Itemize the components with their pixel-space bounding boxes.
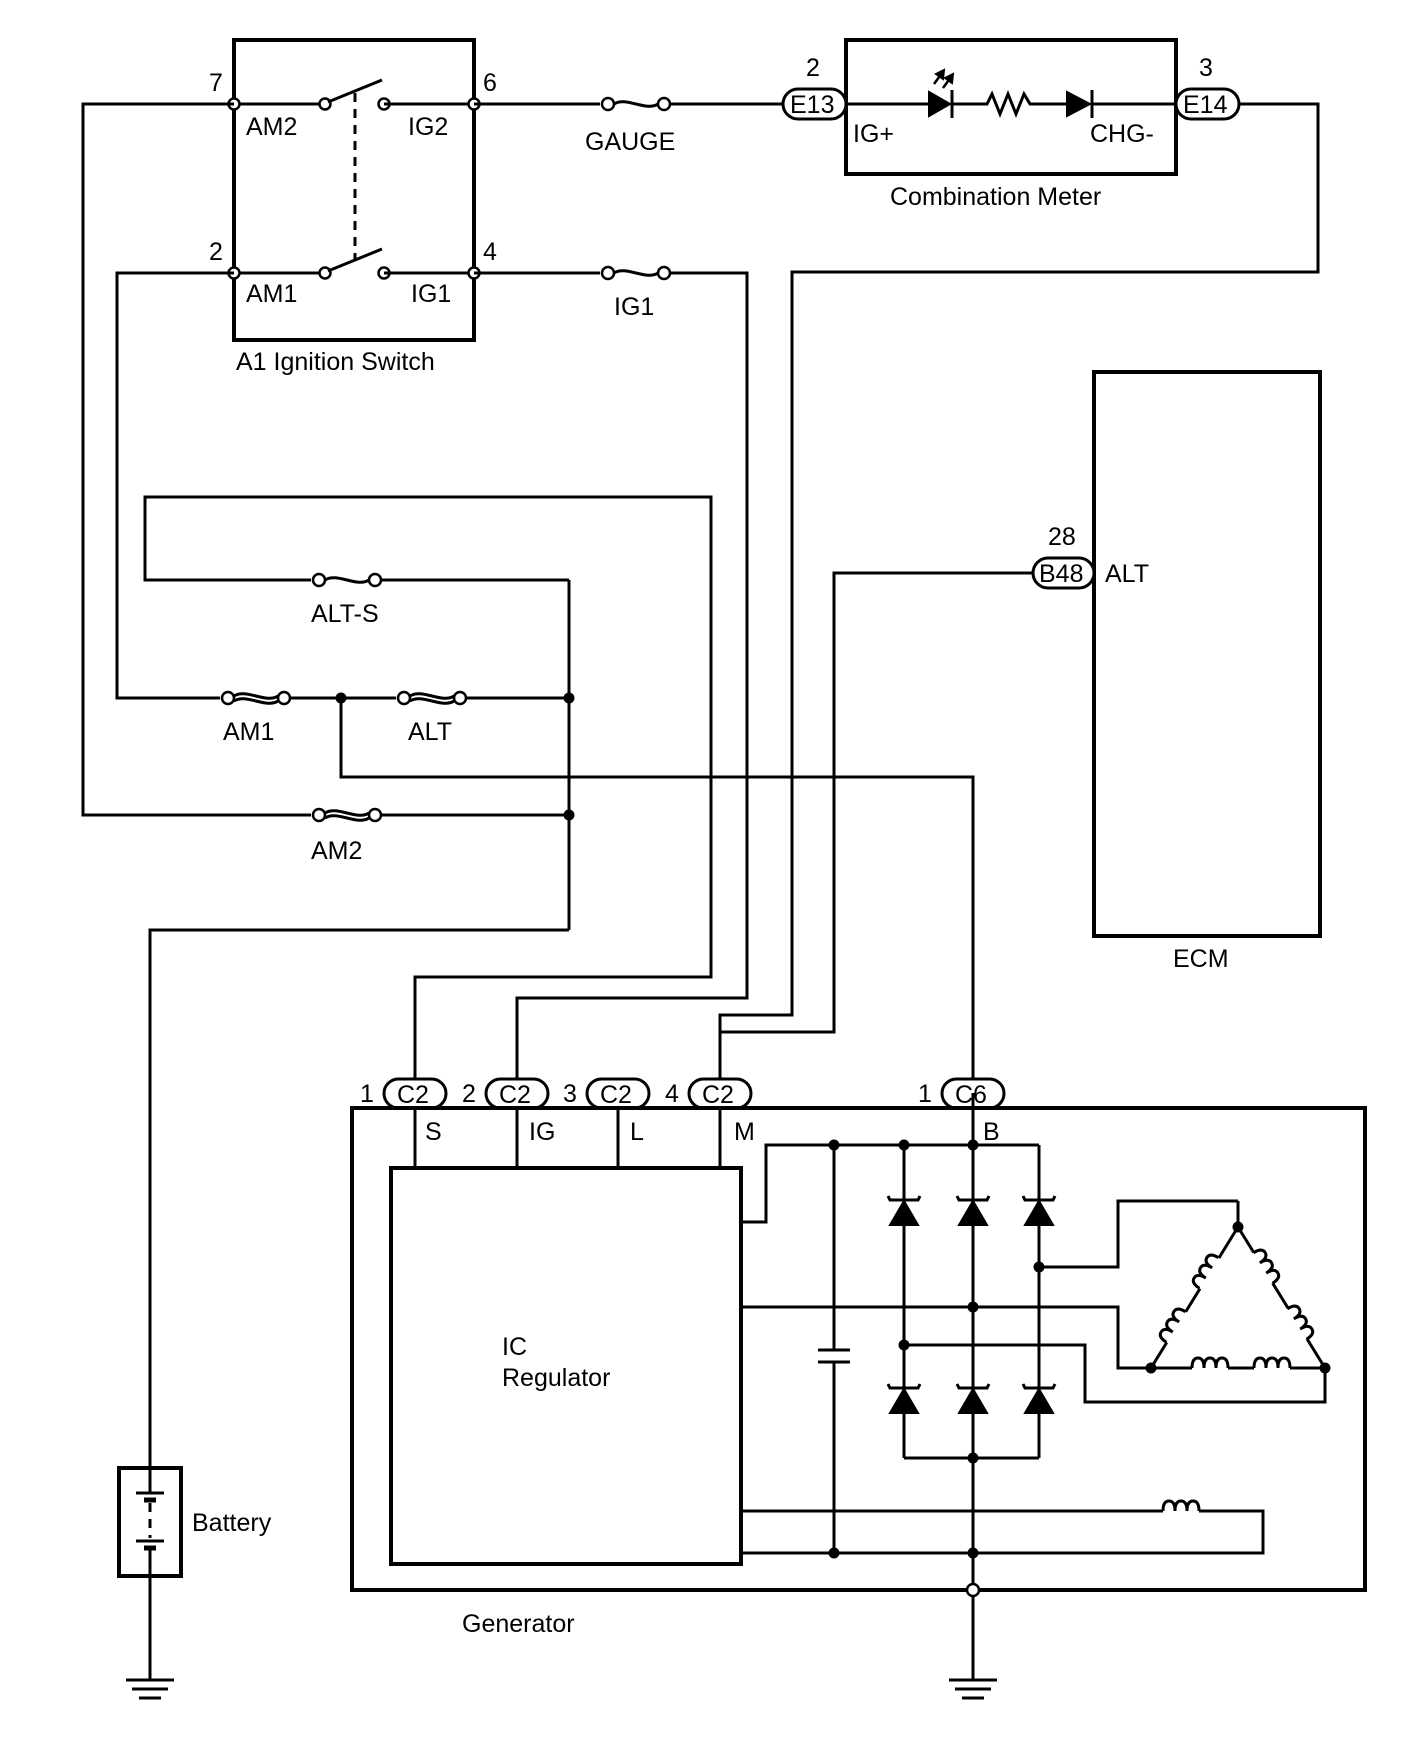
- battery-label: Battery: [192, 1509, 272, 1537]
- charge-warning-led: [928, 90, 953, 118]
- ic-regulator-box: [389, 1166, 743, 1566]
- wiring: [81, 102, 1320, 1468]
- combination-meter-label: Combination Meter: [890, 183, 1101, 211]
- label-chg-minus: CHG-: [1090, 120, 1154, 148]
- connector-pin-number: 4: [665, 1080, 679, 1108]
- label-ig2: IG2: [408, 113, 448, 141]
- rectifier-diode-upper-3: [1023, 1199, 1055, 1226]
- rectifier-diode-lower-2: [957, 1387, 989, 1414]
- rectifier-diode-upper-1: [888, 1199, 920, 1226]
- connector-e13-pin: 2: [806, 54, 820, 82]
- ic-regulator-label-1: IC: [502, 1333, 527, 1361]
- pin-7: 7: [209, 69, 223, 97]
- fuse-am2: AM2: [311, 805, 383, 865]
- fuse-am2-label: AM2: [311, 837, 362, 865]
- label-ig1: IG1: [411, 280, 451, 308]
- combination-meter: IG+ CHG- Combination Meter: [844, 38, 1178, 211]
- fuse-gauge-label: GAUGE: [585, 128, 675, 156]
- fuse-ig1-label: IG1: [614, 293, 654, 321]
- ecm-label: ECM: [1173, 945, 1229, 973]
- generator: Generator IC Regulator: [350, 1093, 1367, 1700]
- pin-4: 4: [483, 238, 497, 266]
- connector-e13: E13 2: [781, 54, 848, 121]
- label-am1: AM1: [246, 280, 297, 308]
- generator-box: [350, 1106, 1367, 1592]
- terminal-label: S: [425, 1118, 442, 1146]
- label-am2: AM2: [246, 113, 297, 141]
- switch-blade-upper: [327, 78, 383, 104]
- fuse-ig1: IG1: [600, 263, 672, 321]
- connector-e14-pin: 3: [1199, 54, 1213, 82]
- connector-c2-ig: C2 2IG: [462, 1077, 555, 1146]
- fuse-gauge: GAUGE: [585, 94, 675, 156]
- ecm-alt-pin-label: ALT: [1105, 560, 1149, 588]
- svg-text:B48: B48: [1039, 560, 1083, 588]
- combination-meter-box: [844, 38, 1178, 176]
- connector-pin-number: 2: [462, 1080, 476, 1108]
- terminal-label: B: [983, 1118, 1000, 1146]
- connector-c2-l: C2 3L: [563, 1077, 651, 1146]
- rotor-field-coil: [1161, 1499, 1201, 1513]
- stator-delta-winding: [1149, 1201, 1327, 1370]
- generator-label: Generator: [462, 1610, 575, 1638]
- generator-connectors: C2 1S C2 2IG C2 3L C2 4M C6 1B: [360, 1077, 1006, 1146]
- switch-blade-lower: [327, 247, 383, 273]
- meter-resistor: [952, 89, 1067, 119]
- battery-ground-icon: [126, 1678, 174, 1700]
- connector-code: C2: [397, 1081, 429, 1109]
- connector-c2-m: C2 4M: [665, 1077, 755, 1146]
- meter-diode: [1066, 90, 1093, 118]
- connector-c2-s: C2 1S: [360, 1077, 448, 1146]
- fuse-alt-s-label: ALT-S: [311, 600, 379, 628]
- svg-text:E14: E14: [1183, 91, 1228, 119]
- fuse-alt: ALT: [396, 688, 468, 746]
- fuse-alt-s: ALT-S: [311, 570, 383, 628]
- svg-text:E13: E13: [790, 91, 834, 119]
- fuse-am1: AM1: [220, 688, 292, 746]
- ignition-switch-box: [232, 38, 476, 342]
- rectifier-diode-lower-3: [1023, 1387, 1055, 1414]
- connector-pin-number: 3: [563, 1080, 577, 1108]
- ecm: ALT ECM: [1092, 370, 1322, 973]
- fuse-alt-label: ALT: [408, 718, 452, 746]
- ecm-box: [1092, 370, 1322, 938]
- ignition-switch-label: A1 Ignition Switch: [236, 348, 435, 376]
- connector-code: C2: [499, 1081, 531, 1109]
- rectifier-diode-upper-2: [957, 1199, 989, 1226]
- connector-b48-pin: 28: [1048, 523, 1076, 551]
- terminal-label: M: [734, 1118, 755, 1146]
- fuse-am1-label: AM1: [223, 718, 274, 746]
- connector-e14: E14 3: [1174, 54, 1241, 121]
- connector-code: C2: [702, 1081, 734, 1109]
- label-ig-plus: IG+: [853, 120, 894, 148]
- generator-ground-icon: [949, 1678, 997, 1700]
- ic-regulator-label-2: Regulator: [502, 1364, 610, 1392]
- connector-b48: B48 28: [1031, 523, 1096, 590]
- rectifier-diode-lower-1: [888, 1387, 920, 1414]
- battery: Battery: [117, 1466, 272, 1700]
- connector-c6-b: C6 1B: [918, 1077, 1006, 1146]
- connector-pin-number: 1: [360, 1080, 374, 1108]
- ignition-switch: 7 AM2 6 IG2 2 AM1 4 IG1 A1 Ignition Swit…: [209, 38, 497, 376]
- connector-code: C2: [600, 1081, 632, 1109]
- terminal-label: L: [630, 1118, 644, 1146]
- pin-2: 2: [209, 238, 223, 266]
- pin-6: 6: [483, 69, 497, 97]
- connector-code: C6: [955, 1081, 987, 1109]
- connector-pin-number: 1: [918, 1080, 932, 1108]
- terminal-label: IG: [529, 1118, 555, 1146]
